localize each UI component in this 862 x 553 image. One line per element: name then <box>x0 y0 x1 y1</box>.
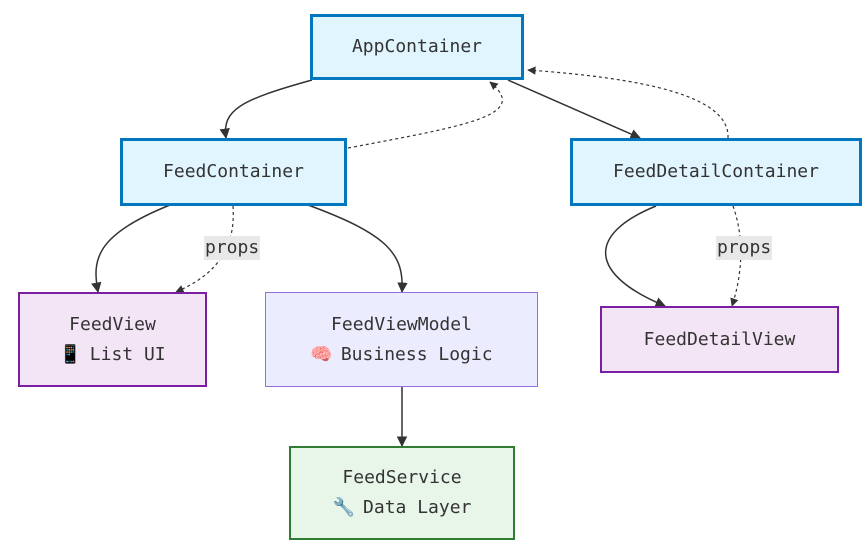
node-label: FeedContainer <box>163 161 304 182</box>
node-feed-detail-view[interactable]: FeedDetailView <box>600 306 839 373</box>
node-label: FeedDetailView <box>643 328 796 350</box>
node-feed-view[interactable]: FeedView 📱 List UI <box>18 292 207 387</box>
edge-app-to-feedcontainer <box>219 79 313 140</box>
node-feed-detail-container[interactable]: FeedDetailContainer <box>570 138 862 206</box>
node-sublabel-line: 🔧 Data Layer <box>333 493 472 523</box>
edge-feedcontainer-to-feedview <box>91 204 171 294</box>
node-sublabel: Business Logic <box>340 343 493 365</box>
edge-feeddetailcontainer-to-app-dotted <box>527 66 729 139</box>
phone-icon: 📱 <box>59 343 82 365</box>
node-sublabel-line: 📱 List UI <box>59 340 165 370</box>
node-feed-container[interactable]: FeedContainer <box>120 138 347 206</box>
brain-icon: 🧠 <box>310 343 333 365</box>
node-sublabel: List UI <box>89 343 166 365</box>
node-label: FeedService <box>342 467 462 488</box>
node-feed-service[interactable]: FeedService 🔧 Data Layer <box>289 446 515 540</box>
node-label: FeedDetailContainer <box>613 161 819 182</box>
wrench-icon: 🔧 <box>332 497 356 518</box>
edge-label-detail-props: props <box>716 236 773 260</box>
node-sublabel-line: 🧠 Business Logic <box>310 340 492 370</box>
edge-feeddetailcontainer-to-feeddetailview <box>604 205 666 308</box>
node-label: FeedViewModel <box>331 313 472 335</box>
edge-label-feed-props: props <box>204 236 261 260</box>
node-sublabel: Data Layer <box>363 497 472 518</box>
node-label: FeedView <box>69 313 156 335</box>
edge-feedcontainer-to-app-dotted <box>347 81 503 149</box>
node-label: AppContainer <box>351 36 483 57</box>
edge-feeddetailcontainer-to-feeddetailview-props <box>730 205 742 307</box>
edge-app-to-feeddetailcontainer <box>507 79 641 140</box>
edge-feedcontainer-to-feedviewmodel <box>307 204 408 294</box>
node-feed-view-model[interactable]: FeedViewModel 🧠 Business Logic <box>265 292 538 387</box>
node-app-container[interactable]: AppContainer <box>310 14 524 80</box>
